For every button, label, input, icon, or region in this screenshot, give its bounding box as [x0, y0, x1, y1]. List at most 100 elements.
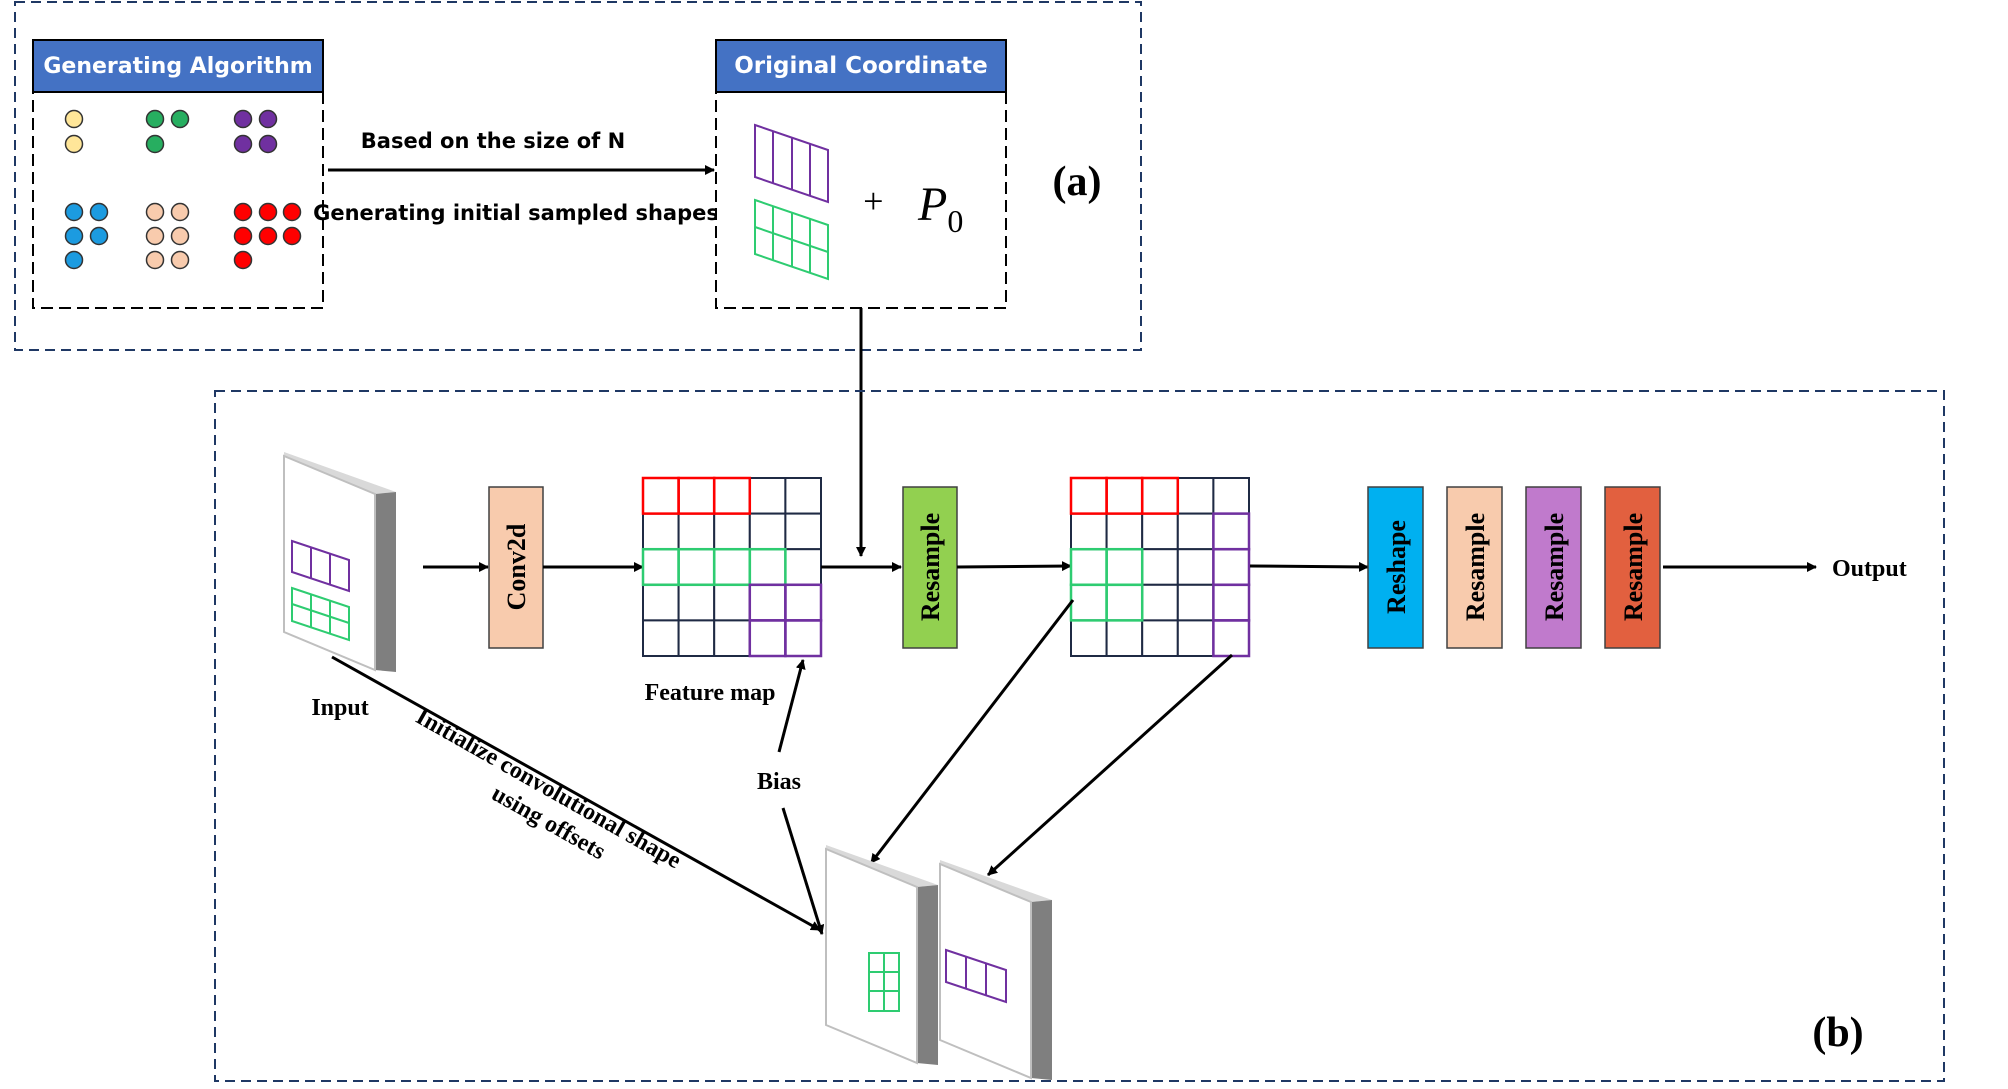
original-coordinate-header	[715, 39, 1007, 93]
bias-to-featuremap-arrow	[777, 659, 806, 753]
feature-map-label: Feature map	[645, 680, 776, 706]
sampling-dot	[233, 109, 253, 129]
sampling-dot	[145, 226, 165, 246]
arrow-label-bottom: Generating initial sampled shapes	[313, 201, 719, 225]
sampling-dot	[170, 109, 190, 129]
grid-cell	[713, 477, 751, 515]
output-block-stack: Reshape Resample Resample Resample	[1367, 486, 1661, 649]
grid-cell	[1141, 548, 1179, 586]
grid-cell	[677, 619, 716, 658]
dot-group-3	[233, 109, 278, 154]
grid-cell	[1141, 477, 1179, 515]
highlighted-grid-cell	[712, 476, 752, 515]
input-label: Input	[311, 695, 368, 721]
grid-cell	[748, 583, 787, 622]
dot-group-4	[64, 202, 109, 270]
panel-b-tag: (b)	[1812, 1010, 1863, 1056]
input-slab	[283, 452, 396, 672]
grid-cell	[1105, 583, 1144, 622]
bias-to-output-slab-arrow	[781, 807, 825, 935]
dot-group-5	[145, 202, 190, 270]
offset-label-line1: Initialize convolutional shape	[411, 704, 685, 875]
panel-a-border	[14, 1, 1142, 351]
sampling-dot	[258, 226, 278, 246]
highlighted-grid-cell	[784, 619, 823, 658]
resample-block-1: Resample	[1446, 486, 1503, 649]
grid-cell	[1070, 583, 1108, 622]
output-label: Output	[1832, 556, 1907, 582]
input-purple-kernel	[291, 539, 350, 593]
grid-cell	[748, 477, 787, 515]
slab1-green-kernel	[868, 952, 900, 1012]
grid-cell	[748, 619, 787, 658]
highlighted-grid-cell	[1105, 583, 1144, 622]
offset-slab-2	[939, 860, 1052, 1080]
grid-cell	[784, 512, 823, 551]
grid-cell	[1141, 583, 1179, 622]
grid-cell	[1212, 512, 1251, 551]
grid-cell	[1212, 583, 1251, 622]
resample-green-block: Resample	[902, 486, 958, 649]
grid-cell	[1105, 619, 1144, 658]
grid-cell	[1141, 512, 1179, 551]
grid-cell	[642, 583, 680, 622]
conv2d-label: Conv2d	[502, 523, 531, 610]
sampling-dot	[282, 226, 302, 246]
sampling-dot	[170, 202, 190, 222]
grid-cell	[1105, 512, 1144, 551]
p0-symbol: P0	[917, 178, 963, 239]
generating-algorithm-box: Generating Algorithm	[32, 39, 324, 309]
sampling-dot	[170, 250, 190, 270]
resampled-grid	[1069, 476, 1251, 658]
purple-offset-kernel	[754, 123, 829, 204]
dot-group-2	[145, 109, 190, 154]
sampling-dot	[258, 202, 278, 222]
generating-algorithm-header	[32, 39, 324, 93]
dot-group-1	[64, 109, 84, 154]
sampling-dot	[64, 109, 84, 129]
grid-cell	[748, 548, 787, 586]
grid-cell	[677, 477, 716, 515]
sampling-dot	[64, 134, 84, 154]
panel-a-tag: (a)	[1053, 159, 1102, 205]
sampling-dot	[258, 134, 278, 154]
grid-cell	[784, 477, 823, 515]
sampling-dot	[64, 226, 84, 246]
stack-block-label: Resample	[1461, 513, 1490, 621]
resample-block-2: Resample	[1525, 486, 1582, 649]
grid-cell	[1176, 512, 1215, 551]
sampling-dot	[258, 109, 278, 129]
stack-block-label: Resample	[1619, 513, 1648, 621]
sampling-dot	[64, 202, 84, 222]
grid-cell	[1070, 512, 1108, 551]
reshape-block: Reshape	[1367, 486, 1424, 649]
grid-to-slab2-arrow	[986, 653, 1234, 877]
sampling-dot	[233, 226, 253, 246]
sampling-dot	[233, 134, 253, 154]
grid-cell	[1105, 477, 1144, 515]
grid-cell	[1176, 548, 1215, 586]
sampling-dot	[145, 109, 165, 129]
sampling-dot	[145, 202, 165, 222]
grid-cell	[713, 512, 751, 551]
sampling-dot	[89, 202, 109, 222]
bias-label: Bias	[757, 769, 801, 795]
grid-cell	[1176, 619, 1215, 658]
sampling-dot	[170, 226, 190, 246]
arrow-label-top: Based on the size of N	[361, 129, 625, 153]
grid-cell	[1141, 619, 1179, 658]
grid-cell	[677, 548, 716, 586]
resample-block-3: Resample	[1604, 486, 1661, 649]
resample-to-grid-arrow	[956, 561, 1072, 572]
sampling-dot	[145, 134, 165, 154]
plus-sign: +	[861, 181, 885, 221]
dot-group-6	[233, 202, 302, 270]
sampling-dot	[89, 226, 109, 246]
sampling-dot	[145, 250, 165, 270]
grid-cell	[1070, 477, 1108, 515]
grid-cell	[677, 583, 716, 622]
grid-cell	[1212, 477, 1251, 515]
panel-b: Input Conv2d Feature map Resample Reshap…	[214, 390, 1945, 1082]
grid-cell	[1070, 548, 1108, 586]
